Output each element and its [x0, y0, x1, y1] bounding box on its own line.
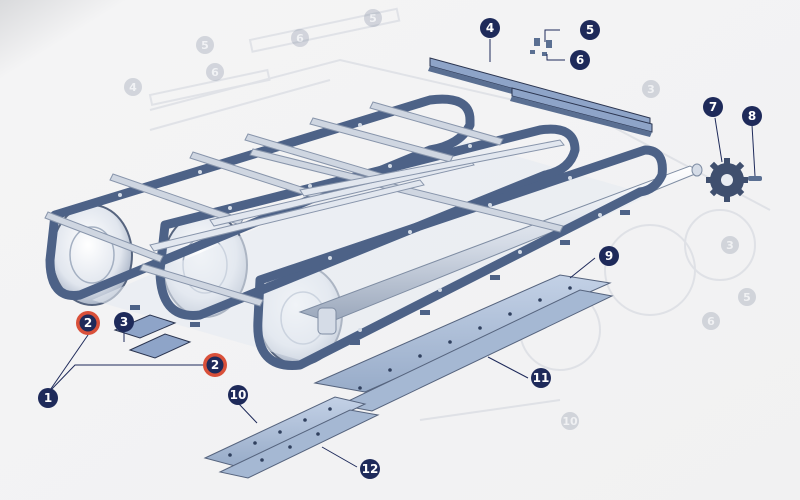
- ghost-callout-number: 5: [369, 12, 377, 25]
- part-9-11-strip-plates: [313, 274, 614, 412]
- callout-number: 3: [120, 315, 128, 329]
- callout-badge: [580, 20, 600, 40]
- callout-badge: [228, 385, 248, 405]
- ghost-callout-number: 6: [707, 315, 715, 328]
- callout-badge: [599, 246, 619, 266]
- callout-number: 9: [605, 249, 613, 263]
- chain-loop-right: [253, 145, 667, 370]
- callout-number: 10: [230, 388, 247, 402]
- ghost-callout: 6: [702, 312, 720, 330]
- cross-rails: [44, 101, 564, 307]
- ghost-callout-number: 3: [726, 239, 734, 252]
- ghost-callout-number: 10: [562, 415, 578, 428]
- ghost-callout-number: 5: [201, 39, 209, 52]
- callout-number: 2: [211, 358, 219, 372]
- ghost-callout: 6: [291, 29, 309, 47]
- drive-shaft: [298, 163, 703, 335]
- callout-5: 5: [580, 20, 600, 40]
- ghost-callout: 3: [721, 236, 739, 254]
- callout-number: 6: [576, 53, 584, 67]
- callout-number: 1: [44, 391, 52, 405]
- chain-loop-left: [45, 94, 475, 301]
- callout-12: 12: [360, 459, 380, 479]
- chain-loop-middle: [155, 124, 580, 320]
- upper-rails: [149, 139, 565, 252]
- ghost-callouts: 5 6 4 5 6 3 3 5 6 10: [124, 9, 756, 430]
- callout-badge: [360, 459, 380, 479]
- callout-3: 3: [114, 312, 134, 332]
- callout-badge: [742, 106, 762, 126]
- ghost-callout: 5: [196, 36, 214, 54]
- ghost-callout: 10: [561, 412, 579, 430]
- callout-badge: [79, 314, 97, 332]
- callout-9: 9: [599, 246, 619, 266]
- callout-6: 6: [570, 50, 590, 70]
- callout-number: 7: [709, 100, 717, 114]
- ghost-callout-number: 3: [647, 83, 655, 96]
- callout-number: 2: [84, 316, 92, 330]
- callout-badge: [703, 97, 723, 117]
- leader-lines: [47, 29, 756, 468]
- ghost-callout: 5: [364, 9, 382, 27]
- ghost-callout: 6: [206, 63, 224, 81]
- callout-10: 10: [228, 385, 248, 405]
- part-8-key-pin: [748, 176, 762, 181]
- callout-badge: [114, 312, 134, 332]
- conveyor-frame: [44, 94, 703, 370]
- callout-8: 8: [742, 106, 762, 126]
- part-4-toothed-rail-lower: [510, 87, 653, 137]
- callout-7: 7: [703, 97, 723, 117]
- callout-badge: [570, 50, 590, 70]
- callout-badge: [38, 388, 58, 408]
- ghost-callout: 3: [642, 80, 660, 98]
- ghost-callout-number: 6: [296, 32, 304, 45]
- callout-badge: [206, 356, 224, 374]
- part-3-foot-plates: [113, 314, 192, 359]
- part-5-bolt: [534, 38, 552, 48]
- callout-number: 8: [748, 109, 756, 123]
- ghost-callout-number: 6: [211, 66, 219, 79]
- callout-number: 12: [362, 462, 379, 476]
- ghost-callout-number: 5: [743, 291, 751, 304]
- callout-1: 1: [38, 388, 58, 408]
- callout-badge: [531, 368, 551, 388]
- part-7-sprocket: [706, 158, 748, 202]
- chain-link-dots: [118, 123, 602, 332]
- callout-number: 11: [533, 371, 550, 385]
- callout-4: 4: [480, 18, 500, 38]
- callout-number: 4: [486, 21, 494, 35]
- callout-number: 5: [586, 23, 594, 37]
- ghost-callout: 4: [124, 78, 142, 96]
- callout-2a: 2: [76, 311, 100, 335]
- callout-11: 11: [531, 368, 551, 388]
- callout-badge: [480, 18, 500, 38]
- ghost-callout-number: 4: [129, 81, 137, 94]
- callout-2b: 2: [203, 353, 227, 377]
- part-6-nut: [530, 50, 547, 56]
- part-10-12-base-plates: [203, 396, 380, 479]
- chain-brackets: [130, 210, 630, 345]
- ghost-callout: 5: [738, 288, 756, 306]
